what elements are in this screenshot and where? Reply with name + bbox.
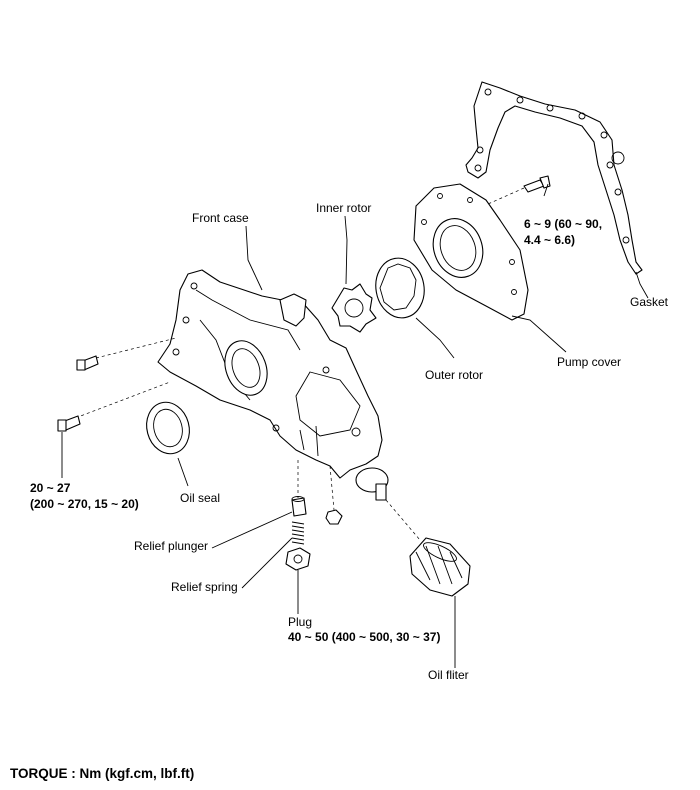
label-relief-plunger: Relief plunger xyxy=(134,539,208,553)
spec-case-bolt-line2: (200 ~ 270, 15 ~ 20) xyxy=(30,497,139,511)
label-gasket: Gasket xyxy=(630,295,669,309)
relief-spring-part xyxy=(291,521,305,545)
oil-filter-part xyxy=(409,537,471,597)
label-front-case: Front case xyxy=(192,211,249,225)
label-outer-rotor: Outer rotor xyxy=(425,368,483,382)
inner-rotor-part xyxy=(331,283,377,333)
front-case-part xyxy=(157,269,383,479)
hex-nut xyxy=(325,465,343,525)
filter-boss xyxy=(355,467,421,541)
outer-rotor-part xyxy=(375,257,425,319)
label-oil-filter: Oil fliter xyxy=(428,668,469,682)
label-relief-spring: Relief spring xyxy=(171,580,238,594)
leader-lines xyxy=(61,183,649,668)
label-plug: Plug xyxy=(288,615,312,629)
relief-plunger-part xyxy=(291,460,307,517)
plug-part xyxy=(285,547,311,571)
spec-cover-bolt-line1: 6 ~ 9 (60 ~ 90, xyxy=(524,217,602,231)
label-oil-seal: Oil seal xyxy=(180,491,220,505)
torque-units-note: TORQUE : Nm (kgf.cm, lbf.ft) xyxy=(10,766,194,781)
spec-cover-bolt-line2: 4.4 ~ 6.6) xyxy=(524,233,575,247)
spec-case-bolt-line1: 20 ~ 27 xyxy=(30,481,71,495)
gasket-part xyxy=(465,81,643,275)
spec-plug-torque: 40 ~ 50 (400 ~ 500, 30 ~ 37) xyxy=(288,630,440,644)
label-inner-rotor: Inner rotor xyxy=(316,201,371,215)
case-bolt-lower xyxy=(57,381,171,432)
case-bolt-upper xyxy=(76,337,177,371)
pump-cover-part xyxy=(413,183,529,321)
oil-seal-part xyxy=(146,401,190,455)
label-pump-cover: Pump cover xyxy=(557,355,621,369)
